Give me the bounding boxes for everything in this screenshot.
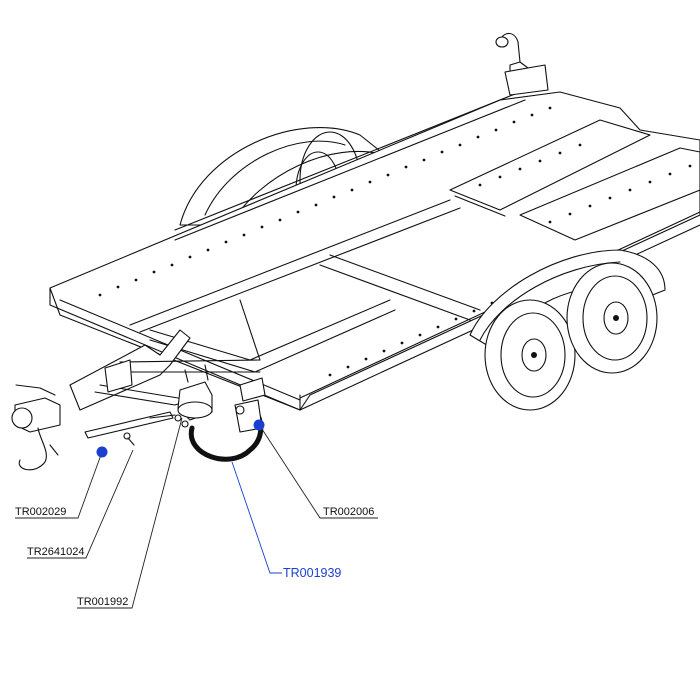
part-label-tr002006[interactable]: TR002006 [323, 506, 374, 518]
marker-tr002029[interactable] [96, 446, 108, 458]
brake-compensator [174, 364, 213, 428]
leader-tr001939 [231, 461, 282, 574]
deck-hole-pattern [98, 106, 692, 377]
part-markers [96, 419, 265, 458]
leader-tr002029 [15, 451, 103, 519]
leader-lines [15, 417, 378, 609]
part-label-tr2641024[interactable]: TR2641024 [27, 546, 85, 558]
part-label-tr002029[interactable]: TR002029 [15, 506, 66, 518]
leader-tr002006 [259, 425, 378, 519]
part-label-tr001939[interactable]: TR001939 [283, 566, 341, 580]
part-labels: TR002029 TR2641024 TR001992 TR001939 TR0… [15, 506, 374, 608]
near-wheels [484, 262, 658, 411]
marker-tr002006[interactable] [253, 419, 265, 431]
leader-tr001992 [77, 417, 183, 609]
hitch-coupling [11, 384, 61, 471]
part-label-tr001992[interactable]: TR001992 [77, 596, 128, 608]
leader-tr2641024 [27, 449, 134, 559]
trailer-drawing [11, 32, 700, 471]
